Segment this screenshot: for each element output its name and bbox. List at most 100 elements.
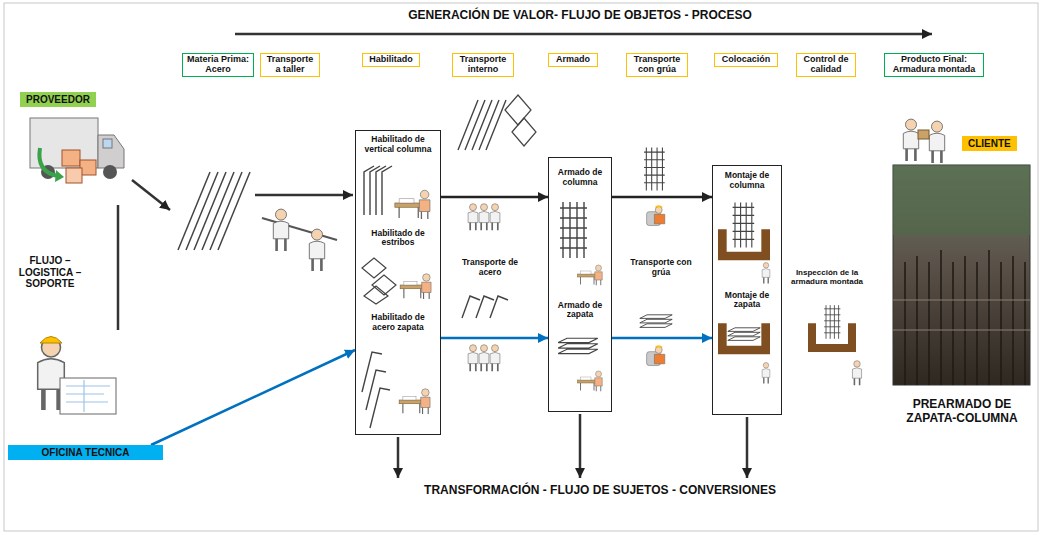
node-text: Control de calidad	[799, 55, 853, 75]
node-text: Habilitado de vertical columna	[360, 135, 436, 155]
steel-bar	[186, 172, 218, 250]
steel-bar	[202, 172, 234, 250]
node-text: Habilitado de acero zapata	[360, 313, 436, 333]
conversion-arrow	[746, 417, 749, 478]
node-text: Armado de zapata	[553, 301, 607, 321]
node-text: OFICINA TECNICA	[14, 446, 157, 459]
flow-arrow	[441, 337, 548, 340]
worker	[273, 209, 288, 251]
value-arrow	[235, 33, 932, 36]
worker-at-bench	[400, 274, 431, 299]
node-text: Armado	[551, 55, 595, 65]
column-cage	[560, 202, 587, 258]
carrying-workers	[262, 209, 337, 271]
client-icon	[903, 119, 944, 163]
supply-arrow	[132, 180, 170, 210]
inspection-icon	[808, 305, 862, 385]
wheel	[103, 165, 117, 179]
column-cage	[733, 203, 755, 248]
node-text: Materia Prima: Acero	[185, 55, 251, 75]
stirrup	[362, 258, 386, 278]
worker-at-bench	[578, 371, 603, 391]
diagram-label: PREARMADO DE ZAPATA-COLUMNA	[888, 398, 1036, 426]
cutting-icons	[362, 166, 431, 428]
stage-box: Transporte a taller	[260, 53, 320, 77]
node-text: PROVEEDOR	[26, 93, 90, 106]
blueprint	[60, 378, 116, 414]
flow-arrow	[441, 196, 548, 199]
site-photo	[893, 165, 1030, 385]
flow-arrow	[612, 337, 712, 340]
footing-mesh	[728, 328, 760, 341]
worker	[490, 204, 500, 231]
footing-mesh	[640, 315, 672, 328]
crane	[647, 205, 665, 225]
client-person	[929, 121, 944, 163]
node-text: Colocación	[717, 55, 775, 65]
bent-bars	[462, 296, 508, 318]
crane-transport-icons	[640, 148, 672, 366]
site-net	[893, 165, 1030, 235]
diagram-label: Transporte con grúa	[626, 258, 696, 278]
worker	[468, 345, 478, 372]
excavation	[718, 229, 770, 260]
actor-box: CLIENTE	[962, 136, 1017, 151]
unload-arrow	[39, 148, 58, 176]
photo-rebars	[905, 250, 1025, 385]
process-box: Habilitado de vertical columnaHabilitado…	[355, 130, 441, 435]
stirrup	[364, 286, 388, 304]
node-text: Producto Final: Armadura montada	[887, 55, 981, 75]
diagram-label: TRANSFORMACIÓN - FLUJO DE SUJETOS - CONV…	[380, 484, 820, 498]
cargo-box	[62, 150, 80, 166]
engineer-icon	[38, 337, 116, 415]
inspector	[852, 361, 861, 386]
worker	[479, 345, 489, 372]
excavation	[808, 323, 856, 352]
photo-ground	[893, 165, 1030, 385]
node-text: Transporte a taller	[263, 55, 317, 75]
worker-at-bench	[395, 190, 430, 219]
steel-bar	[210, 172, 242, 250]
stage-box: Armado	[548, 53, 598, 67]
support-line	[117, 205, 120, 330]
process-box: Montaje de columnaMontaje de zapata	[712, 165, 782, 415]
internal-transport-icons	[458, 95, 536, 371]
flow-arrow	[151, 350, 355, 445]
worker	[762, 263, 770, 284]
node-text: Armado de columna	[553, 168, 607, 188]
unload-arrowhead	[55, 170, 64, 182]
conversion-arrow	[579, 414, 582, 478]
footing-mesh	[558, 338, 598, 353]
worker	[309, 229, 324, 271]
stage-box: Materia Prima: Acero	[182, 53, 254, 77]
conversion-arrow	[397, 437, 400, 478]
stage-box: Control de calidad	[796, 53, 856, 77]
stage-box: Transporte con grúa	[626, 53, 688, 77]
process-box: Armado de columnaArmado de zapata	[548, 157, 612, 412]
client-person	[903, 119, 918, 161]
cargo-box	[66, 168, 82, 183]
worker	[762, 363, 770, 384]
blueprint-lines	[66, 380, 110, 412]
node-text: Montaje de zapata	[717, 291, 777, 311]
truck-window	[103, 139, 112, 148]
bar-bundle	[458, 100, 506, 150]
workshop-arrow	[255, 194, 353, 197]
node-text: CLIENTE	[968, 137, 1011, 150]
steel-bar	[178, 172, 210, 250]
truck-icon	[30, 118, 124, 183]
node-text: Montaje de columna	[717, 171, 777, 191]
frame	[4, 3, 1038, 531]
node-text: Transporte con grúa	[629, 55, 685, 75]
stage-box: Producto Final: Armadura montada	[884, 53, 984, 77]
stage-box: Habilitado	[362, 53, 420, 67]
photo-ties	[893, 300, 1030, 330]
node-text: Transporte interno	[455, 55, 511, 75]
worker	[490, 345, 500, 372]
stage-box: Transporte interno	[452, 53, 514, 77]
diagram-title: GENERACIÓN DE VALOR- FLUJO DE OBJETOS - …	[360, 9, 800, 23]
assembly-icons	[558, 202, 602, 391]
node-text: Habilitado de estribos	[360, 229, 436, 249]
column-cage	[824, 305, 840, 339]
